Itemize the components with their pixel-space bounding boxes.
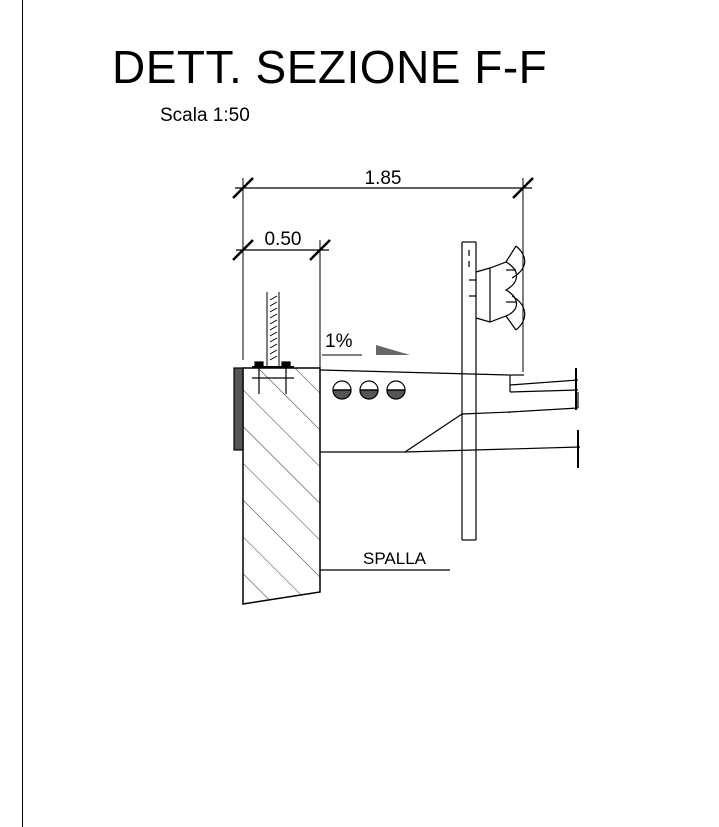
top-bolts [252, 361, 294, 394]
duct-circles [332, 380, 406, 400]
side-plate [233, 367, 244, 451]
dimension-overall [232, 177, 534, 372]
abutment-wall [242, 367, 321, 605]
guardrail-beam [469, 245, 526, 331]
spalla-label: SPALLA [363, 549, 427, 568]
deck-slab [319, 368, 581, 468]
drawing-scale: Scala 1:50 [160, 105, 250, 126]
slope-arrow [376, 345, 410, 355]
guardrail-post [461, 241, 477, 541]
dimension-overall-label: 1.85 [365, 168, 402, 189]
dimension-partial [232, 239, 331, 372]
drawing-title: DETT. SEZIONE F-F [112, 41, 548, 93]
dimension-partial-label: 0.50 [265, 229, 302, 250]
anchor-bars [266, 292, 280, 368]
slope-label: 1% [325, 331, 353, 352]
sheet-border [22, 0, 23, 827]
